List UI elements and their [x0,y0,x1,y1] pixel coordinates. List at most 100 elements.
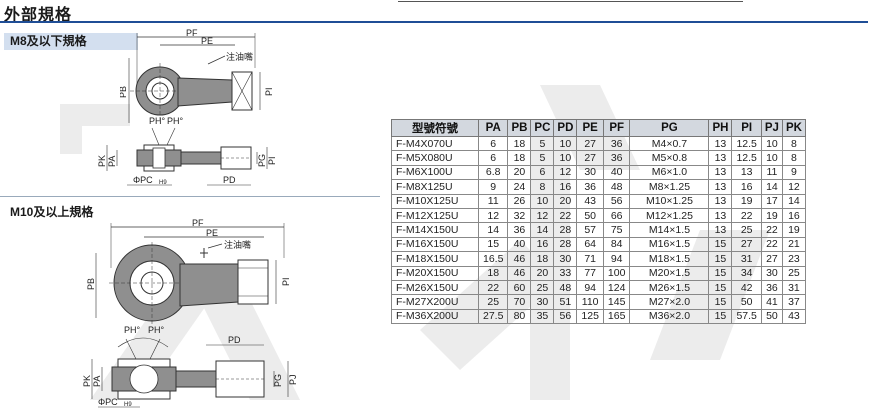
spec-value-cell: 30 [553,251,578,267]
spec-value-cell: 40 [602,164,631,181]
spec-value-cell: M20×1.5 [629,265,710,281]
dim-pc-sub-large: H9 [124,402,132,408]
spec-value-cell: 60 [507,279,532,296]
col-header: PJ [760,119,783,137]
spec-value-cell: 22 [553,207,578,224]
spec-value-cell: 43 [576,193,604,209]
col-header: PF [602,119,631,137]
spec-value-cell: 30 [530,294,555,310]
dim-pj-large: PJ [288,374,298,385]
oil-nipple-label-small: 注油嘴 [226,51,253,62]
spec-value-cell: 33 [553,265,578,281]
spec-value-cell: 14 [781,193,806,209]
spec-value-cell: 10 [760,135,783,152]
spec-value-cell: 12 [553,164,578,181]
spec-value-cell: 22 [477,279,509,296]
spec-value-cell: 57.5 [731,308,762,325]
spec-value-cell: 15 [708,236,733,253]
spec-value-cell: 10 [530,193,555,209]
dim-ph-large-2: PH° [148,325,165,335]
dim-pi-large: PI [281,277,291,286]
spec-value-cell: 37 [781,294,806,310]
spec-value-cell: 8 [781,150,806,166]
spec-value-cell: 35 [530,308,555,325]
spec-value-cell: 27 [576,135,604,152]
spec-value-cell: 46 [507,265,532,281]
spec-value-cell: 16 [553,179,578,195]
dim-pc-sub-small: H9 [159,180,167,186]
spec-value-cell: 14 [477,222,509,238]
spec-value-cell: 18 [530,251,555,267]
spec-value-cell: 15 [477,236,509,253]
model-code-cell: F-M20X150U [391,265,479,281]
model-code-cell: F-M14X150U [391,222,479,238]
section-large-label: M10及以上規格 [10,205,94,219]
col-header: PD [553,119,578,137]
spec-value-cell: 12 [477,207,509,224]
spec-value-cell: 94 [576,279,604,296]
col-header: PK [781,119,806,137]
dim-pi-small: PI [264,87,274,96]
spec-value-cell: 11 [760,164,783,181]
spec-value-cell: 46 [507,251,532,267]
spec-value-cell: 71 [576,251,604,267]
spec-value-cell: 48 [602,179,631,195]
model-code-cell: F-M10X125U [391,193,479,209]
spec-value-cell: 43 [781,308,806,325]
spec-value-cell: 75 [602,222,631,238]
model-code-cell: F-M18X150U [391,251,479,267]
small-top-view-diagram: PH° PH° PK PA PG PI PD ΦPC H9 [97,116,277,186]
dim-pb-large: PB [86,278,96,290]
spec-value-cell: 28 [553,222,578,238]
dim-pk-large: PK [82,375,92,387]
model-code-cell: F-M5X080U [391,150,479,166]
spec-value-cell: 50 [731,294,762,310]
spec-value-cell: M12×1.25 [629,207,710,224]
model-code-cell: F-M12X125U [391,207,479,224]
large-top-view-diagram: PH° PH° PD PK PA PG PJ ΦPC H9 [82,325,298,408]
spec-value-cell: 124 [602,279,631,296]
spec-value-cell: 12 [530,207,555,224]
spec-value-cell: 13 [708,222,733,238]
spec-value-cell: 9 [781,164,806,181]
dim-ph-small: PH° [149,116,166,126]
spec-value-cell: 42 [731,279,762,296]
spec-value-cell: 40 [507,236,532,253]
spec-value-cell: M18×1.5 [629,251,710,267]
spec-value-cell: M27×2.0 [629,294,710,310]
spec-value-cell: 22 [731,207,762,224]
spec-value-cell: 9 [477,179,509,195]
spec-value-cell: 80 [507,308,532,325]
spec-value-cell: 110 [576,294,604,310]
spec-value-cell: 18 [477,265,509,281]
spec-value-cell: 15 [708,294,733,310]
spec-value-cell: 30 [576,164,604,181]
spec-value-cell: 6 [530,164,555,181]
spec-value-cell: 25 [731,222,762,238]
dim-pc-large: ΦPC [98,397,118,407]
col-header: PI [731,119,762,137]
large-side-view-diagram: PF PE PB PI 注油嘴 [86,218,291,324]
spec-value-cell: 24 [507,179,532,195]
spec-value-cell: M5×0.8 [629,150,710,166]
spec-value-cell: 22 [760,236,783,253]
spec-value-cell: 15 [708,251,733,267]
dim-pe-small: PE [201,36,213,46]
spec-value-cell: 20 [530,265,555,281]
spec-value-cell: 12.5 [731,150,762,166]
spec-value-cell: 28 [553,236,578,253]
dim-pk-small: PK [97,155,107,167]
spec-value-cell: 56 [602,193,631,209]
spec-value-cell: 14 [760,179,783,195]
oil-nipple-label-large: 注油嘴 [224,239,251,250]
spec-value-cell: 13 [708,179,733,195]
dim-ph-small-2: PH° [167,116,184,126]
model-code-cell: F-M36X200U [391,308,479,325]
spec-value-cell: 56 [553,308,578,325]
spec-value-cell: 36 [760,279,783,296]
